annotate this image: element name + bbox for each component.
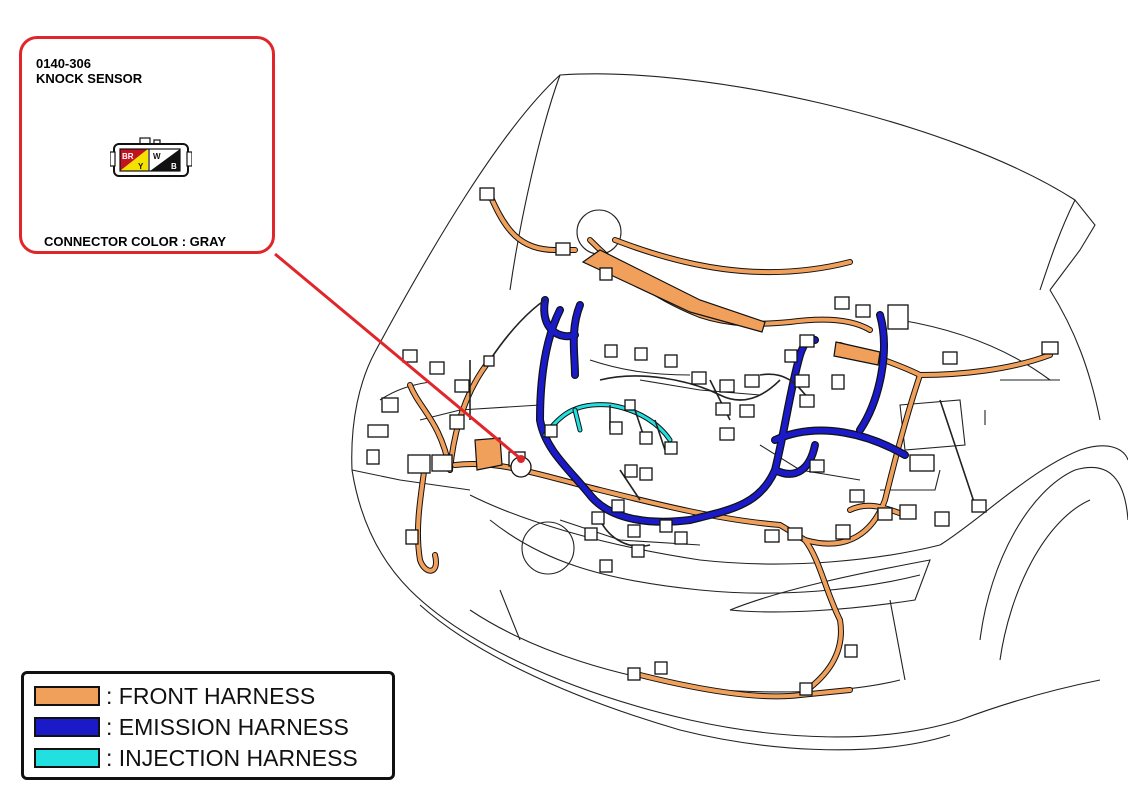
connector-callout: 0140-306 KNOCK SENSOR BR Y W B CONNECTOR…	[19, 36, 275, 254]
callout-leader-line	[274, 252, 522, 461]
legend-swatch-injection	[34, 748, 100, 768]
legend-swatch-front	[34, 686, 100, 706]
legend-label-emission: : EMISSION HARNESS	[106, 713, 349, 740]
connector-blocks	[366, 187, 1059, 696]
leader-target-dot	[517, 455, 525, 463]
legend-label-front: : FRONT HARNESS	[106, 682, 316, 709]
pin-label-w: W	[153, 152, 161, 161]
connector-name: KNOCK SENSOR	[36, 71, 143, 86]
legend-item-front-harness: : FRONT HARNESS	[34, 682, 316, 709]
connector-face-icon: BR Y W B	[110, 136, 192, 182]
legend-item-emission-harness: : EMISSION HARNESS	[34, 713, 349, 740]
legend-label-injection: : INJECTION HARNESS	[106, 744, 358, 771]
legend-swatch-emission	[34, 717, 100, 737]
legend-item-injection-harness: : INJECTION HARNESS	[34, 744, 358, 771]
pin-label-br: BR	[122, 152, 134, 161]
pin-label-y: Y	[138, 162, 144, 171]
pin-label-b: B	[171, 162, 177, 171]
harness-legend: : FRONT HARNESS : EMISSION HARNESS : INJ…	[21, 671, 395, 780]
connector-color-text: CONNECTOR COLOR : GRAY	[44, 234, 227, 249]
connector-code: 0140-306	[36, 56, 91, 71]
